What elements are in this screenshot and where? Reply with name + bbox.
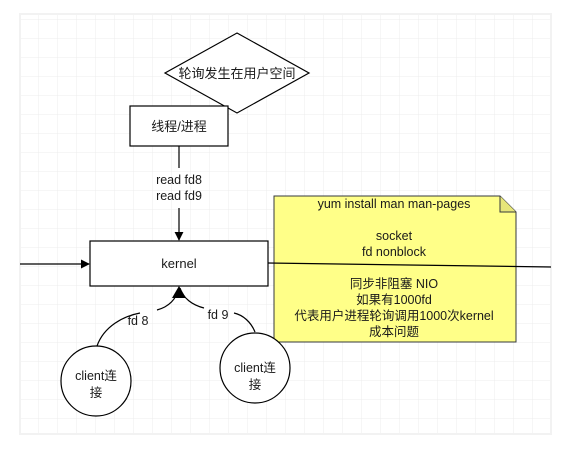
edge-kernel-right[interactable] [267, 262, 552, 268]
decision-node[interactable]: 轮询发生在用户空间 [163, 32, 311, 114]
edge-client1-to-kernel[interactable]: fd 8 [96, 287, 180, 347]
edge-label-fd8: fd 8 [128, 314, 149, 328]
edge-label-fd9: fd 9 [208, 308, 229, 322]
client-2-label-line-2: 接 [249, 377, 262, 392]
edge-client1-lower [96, 312, 141, 347]
kernel-node[interactable]: kernel [89, 240, 269, 287]
note-line-5: 如果有1000fd [356, 292, 432, 307]
kernel-bottom-arrowhead-icon [172, 286, 186, 298]
edge-label-read-fd9: read fd9 [156, 189, 202, 203]
decision-diamond [163, 32, 311, 114]
process-node[interactable]: 线程/进程 [129, 105, 229, 147]
note-line-1: yum install man man-pages [318, 197, 471, 211]
edge-client2-to-kernel[interactable]: fd 9 [179, 287, 256, 333]
note-line-2: socket [376, 229, 413, 243]
decision-label: 轮询发生在用户空间 [178, 66, 295, 81]
client-1-label-line-2: 接 [90, 385, 103, 400]
note-shape [273, 195, 517, 343]
process-label: 线程/进程 [151, 119, 207, 134]
note-node[interactable]: yum install man man-pages socket fd nonb… [273, 195, 517, 343]
edge-label-read-fd8: read fd8 [156, 173, 202, 187]
client-2-node[interactable]: client连 接 [219, 332, 291, 404]
note-fold [499, 196, 516, 213]
edge-client2-lower [233, 312, 256, 333]
note-line-6: 代表用户进程轮询调用1000次kernel [294, 308, 493, 323]
kernel-label: kernel [161, 256, 197, 271]
process-box [129, 105, 229, 147]
canvas-frame [19, 13, 552, 435]
client-1-circle [60, 345, 132, 417]
edge-process-to-kernel[interactable]: read fd8 read fd9 [156, 146, 202, 241]
note-line-3: fd nonblock [362, 245, 427, 259]
client-2-label-line-1: client连 [234, 360, 276, 375]
note-line-7: 成本问题 [369, 325, 420, 339]
note-line-4: 同步非阻塞 NIO [350, 276, 438, 291]
client-1-node[interactable]: client连 接 [60, 345, 132, 417]
client-2-circle [219, 332, 291, 404]
client-1-label-line-1: client连 [75, 368, 117, 383]
